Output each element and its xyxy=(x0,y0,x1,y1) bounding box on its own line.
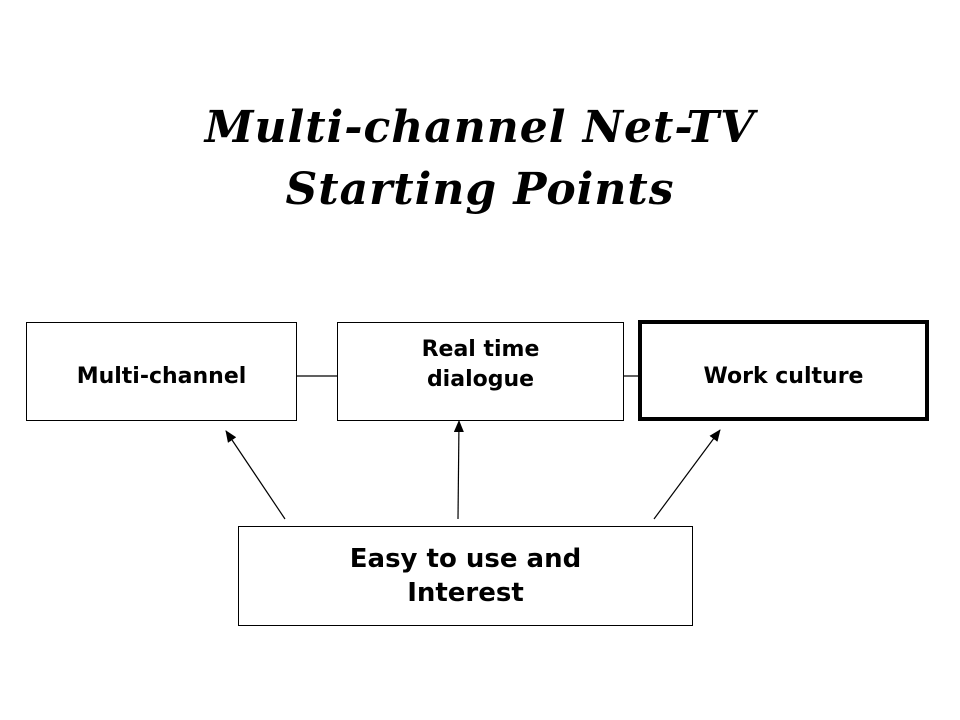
box-multi-channel: Multi-channel xyxy=(26,322,297,421)
title-line-2: Starting Points xyxy=(285,164,675,215)
arrow-easy-to-workculture xyxy=(653,429,721,520)
box-easy-to-use: Easy to use and Interest xyxy=(238,526,693,626)
box-real-time-dialogue: Real time dialogue xyxy=(337,322,624,421)
box-easy-line-1: Easy to use and xyxy=(349,544,582,574)
title-line-1: Multi-channel Net-TV xyxy=(204,102,756,153)
arrow-easy-to-multichannel xyxy=(225,430,286,520)
arrow-easy-to-realtime xyxy=(453,420,464,520)
box-multi-channel-label: Multi-channel xyxy=(76,364,247,389)
box-real-time-line-2: dialogue xyxy=(426,366,535,392)
box-real-time-line-1: Real time xyxy=(421,336,540,362)
box-easy-line-2: Interest xyxy=(407,578,524,608)
box-work-culture: Work culture xyxy=(638,320,929,421)
box-work-culture-label: Work culture xyxy=(703,364,864,389)
